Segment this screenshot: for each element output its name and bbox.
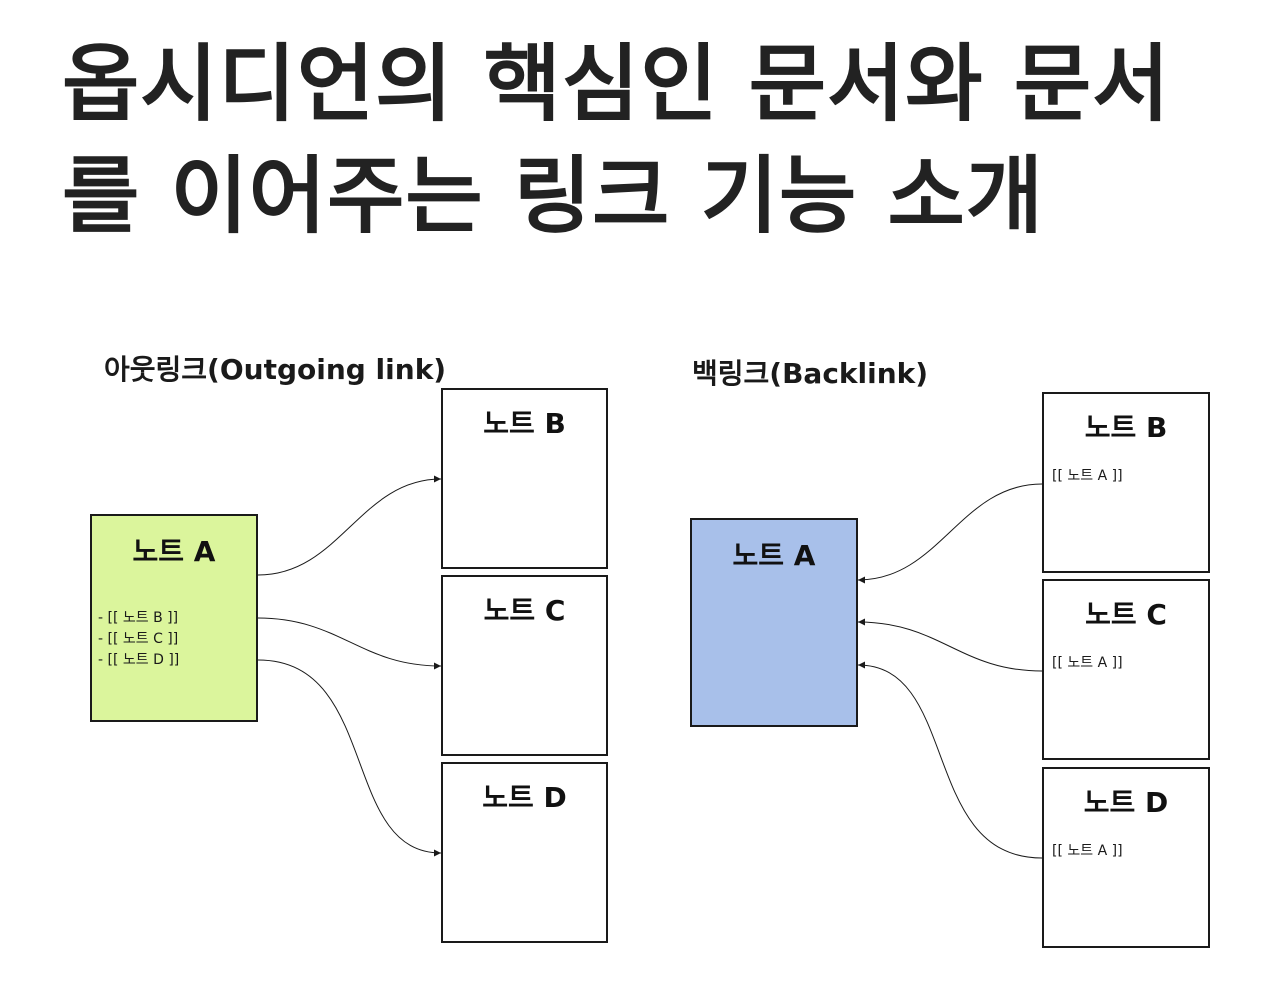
backlink-note-c-link: [[ 노트 A ]]	[1052, 655, 1123, 671]
backlink-note-c: 노트 C [[ 노트 A ]]	[1042, 579, 1210, 760]
arrow-b-to-a	[857, 483, 1043, 584]
page-title-line-2: 를 이어주는 링크 기능 소개	[62, 147, 1045, 245]
backlink-note-d-title: 노트 D	[1083, 786, 1169, 819]
backlink-note-b-title: 노트 B	[1084, 411, 1168, 444]
arrow-a-to-c	[257, 617, 442, 670]
outgoing-note-a: 노트 A - [[ 노트 B ]] - [[ 노트 C ]] - [[ 노트 D…	[90, 514, 258, 722]
backlink-section-label: 백링크(Backlink)	[692, 357, 929, 390]
arrow-d-to-a	[857, 661, 1043, 859]
backlink-note-d-link: [[ 노트 A ]]	[1052, 843, 1123, 859]
arrow-a-to-b	[257, 475, 442, 576]
arrow-c-to-a	[857, 618, 1043, 672]
outgoing-link-c: - [[ 노트 C ]]	[98, 631, 179, 647]
outgoing-link-d: - [[ 노트 D ]]	[98, 652, 180, 668]
backlink-note-a: 노트 A	[690, 518, 858, 727]
backlink-note-a-title: 노트 A	[732, 539, 816, 572]
backlink-note-b: 노트 B [[ 노트 A ]]	[1042, 392, 1210, 573]
arrow-a-to-d	[257, 659, 442, 857]
outgoing-note-c-title: 노트 C	[483, 594, 566, 627]
outgoing-note-b: 노트 B	[441, 388, 608, 569]
outgoing-note-b-title: 노트 B	[483, 407, 566, 440]
backlink-note-d: 노트 D [[ 노트 A ]]	[1042, 767, 1210, 948]
page-title: 옵시디언의 핵심인 문서와 문서 를 이어주는 링크 기능 소개	[62, 28, 1242, 252]
outgoing-section-label: 아웃링크(Outgoing link)	[104, 353, 447, 386]
outgoing-note-a-title: 노트 A	[132, 535, 216, 568]
page-title-line-1: 옵시디언의 핵심인 문서와 문서	[62, 35, 1171, 133]
backlink-note-c-title: 노트 C	[1085, 598, 1167, 631]
outgoing-note-d: 노트 D	[441, 762, 608, 943]
outgoing-note-a-links: - [[ 노트 B ]] - [[ 노트 C ]] - [[ 노트 D ]]	[98, 608, 179, 671]
outgoing-note-d-title: 노트 D	[482, 781, 567, 814]
backlink-note-b-link: [[ 노트 A ]]	[1052, 468, 1123, 484]
outgoing-link-b: - [[ 노트 B ]]	[98, 610, 179, 626]
outgoing-note-c: 노트 C	[441, 575, 608, 756]
